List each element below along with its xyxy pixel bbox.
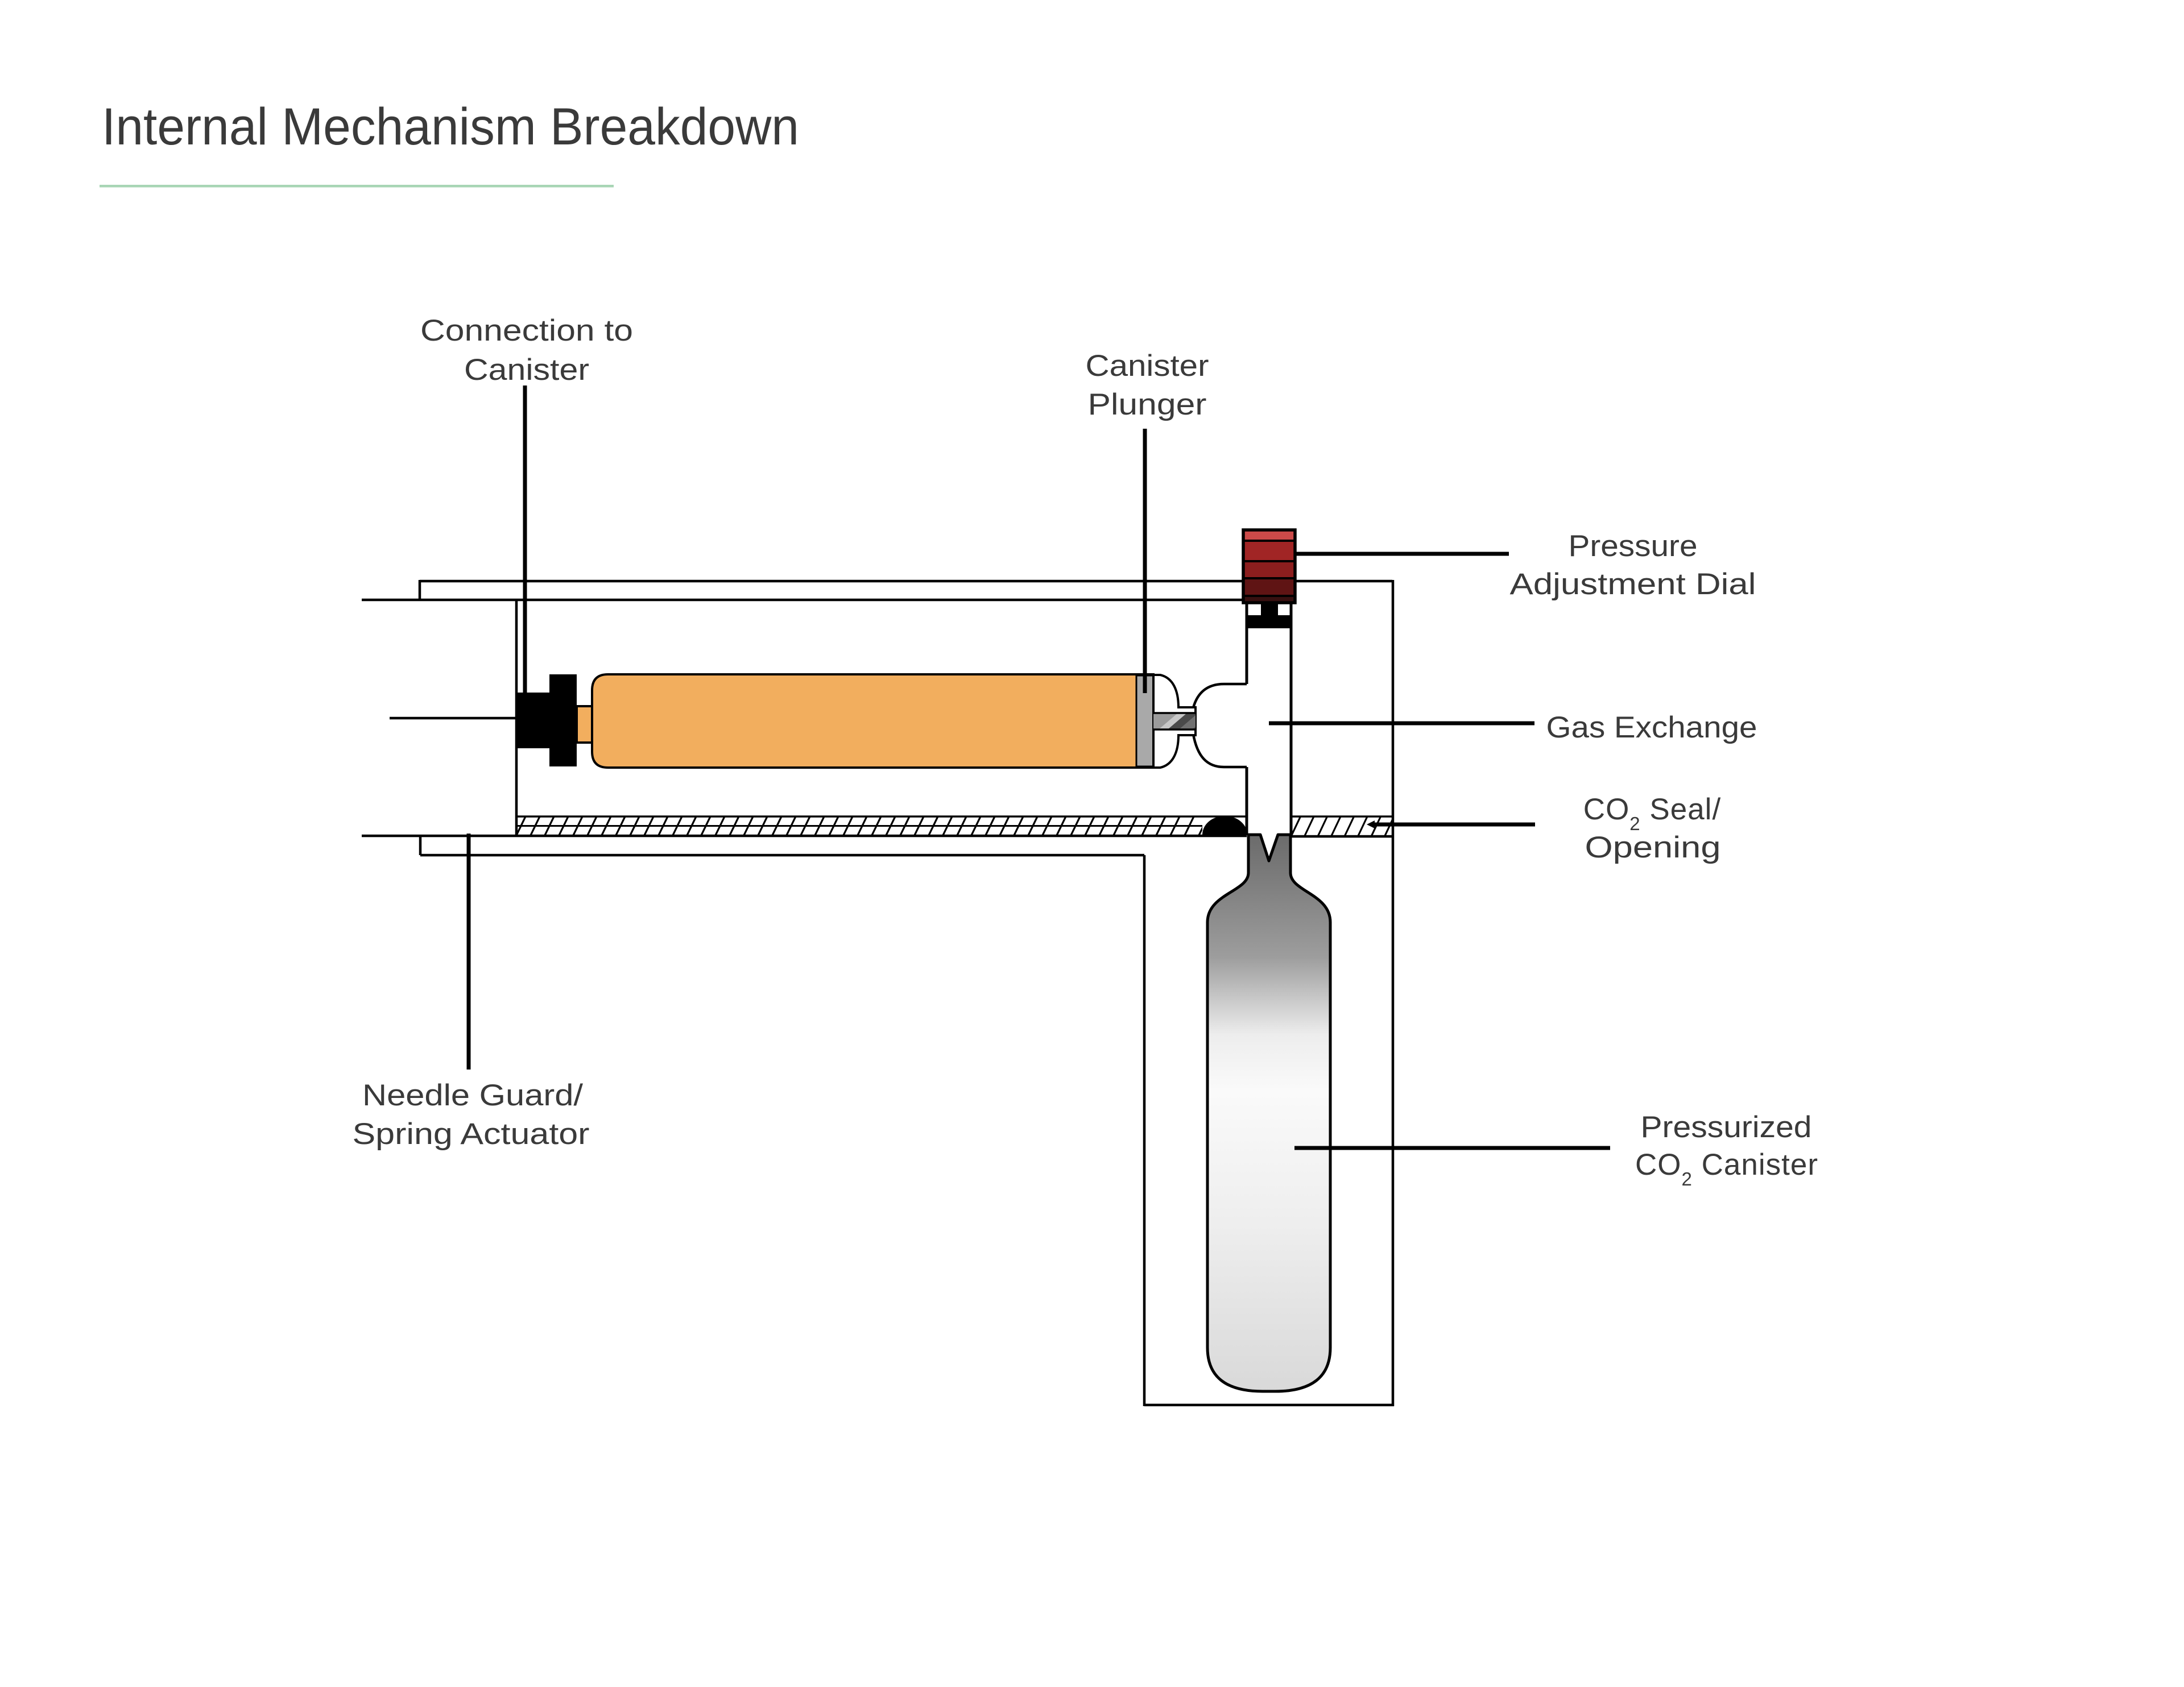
svg-text:Spring Actuator: Spring Actuator: [353, 1117, 590, 1151]
svg-text:CO2 Seal/: CO2 Seal/: [1583, 793, 1721, 834]
svg-text:Opening: Opening: [1585, 831, 1721, 864]
svg-text:Pressure: Pressure: [1569, 529, 1698, 563]
svg-text:Pressurized: Pressurized: [1641, 1110, 1812, 1144]
svg-text:Needle Guard/: Needle Guard/: [362, 1079, 583, 1112]
svg-text:Plunger: Plunger: [1088, 388, 1207, 421]
svg-text:Canister: Canister: [1086, 349, 1209, 383]
svg-text:Adjustment Dial: Adjustment Dial: [1510, 567, 1756, 601]
svg-text:Gas Exchange: Gas Exchange: [1546, 711, 1757, 744]
svg-text:CO2 Canister: CO2 Canister: [1635, 1148, 1818, 1189]
svg-text:Internal Mechanism Breakdown: Internal Mechanism Breakdown: [102, 98, 799, 156]
svg-text:Canister: Canister: [464, 353, 589, 387]
svg-text:Connection to: Connection to: [420, 314, 633, 347]
